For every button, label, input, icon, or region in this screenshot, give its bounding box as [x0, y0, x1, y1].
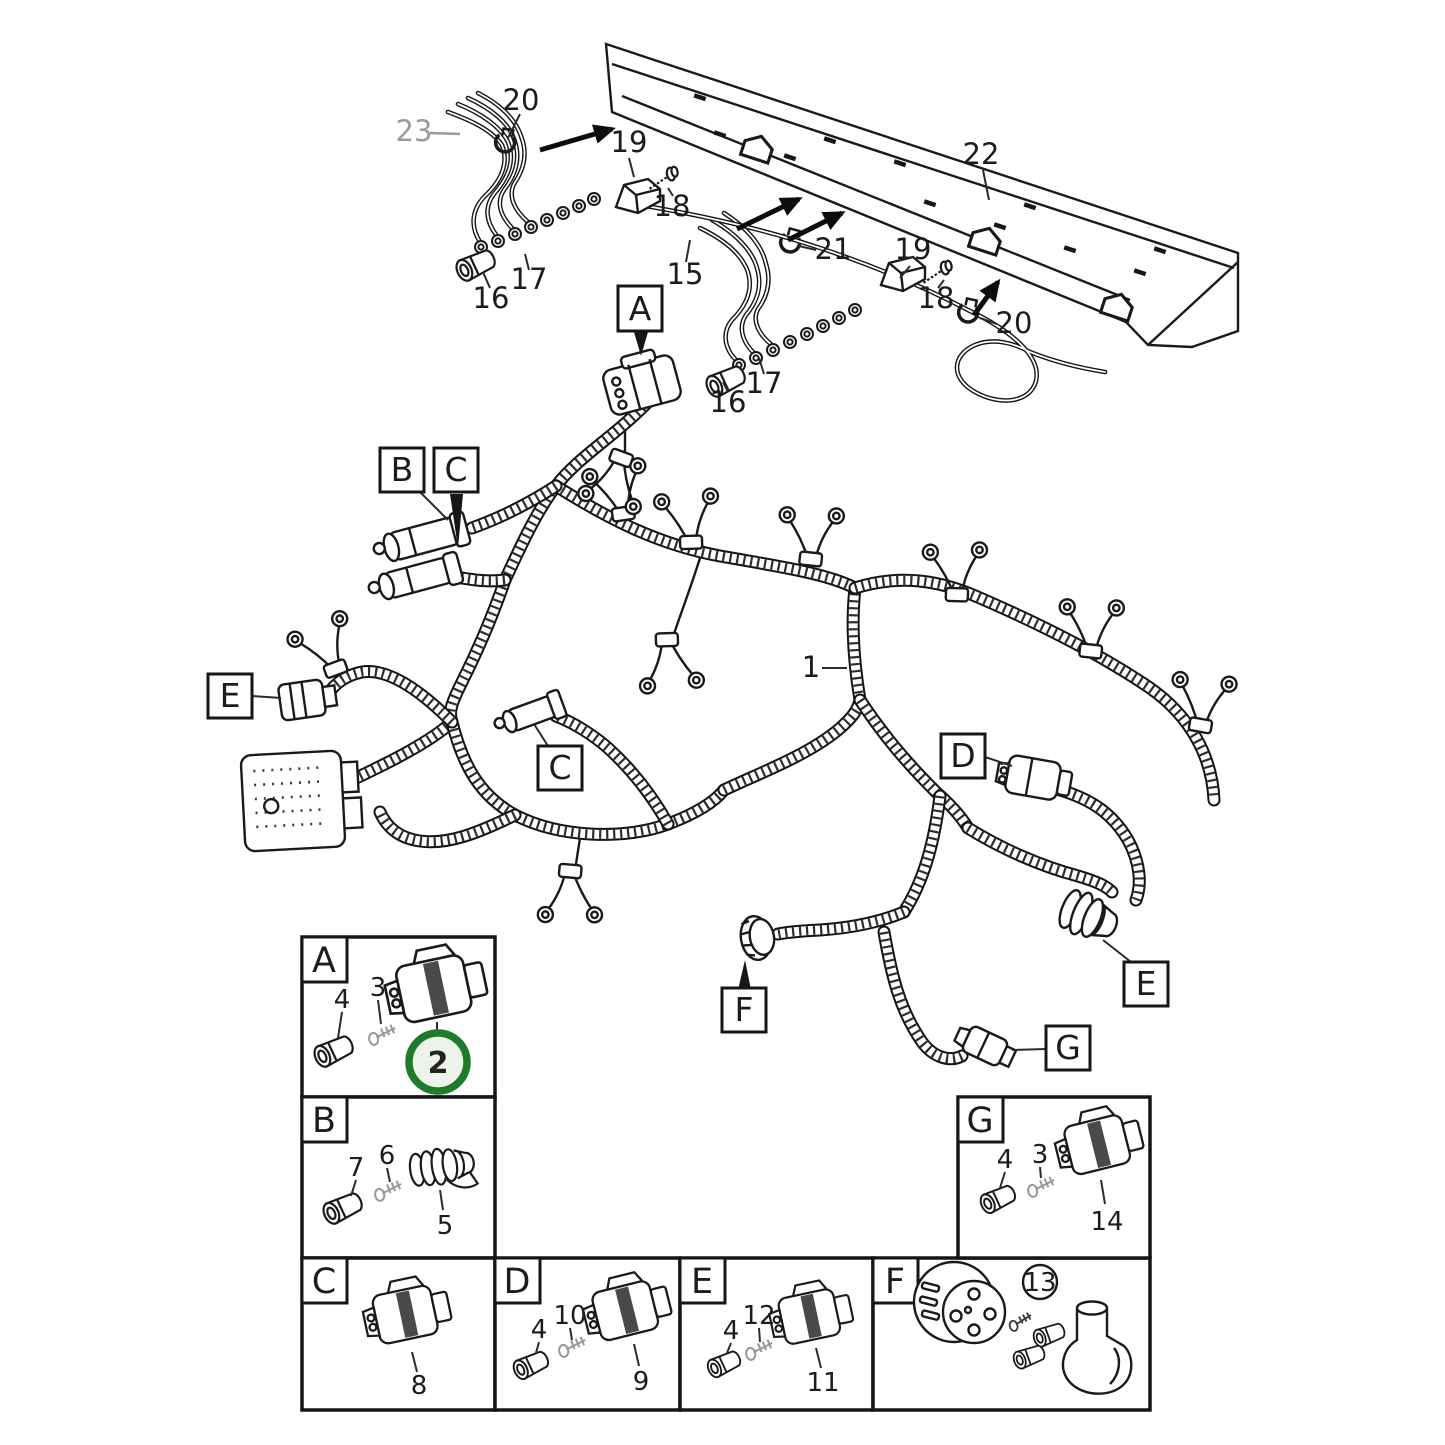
highlight-ring-fill	[409, 1033, 467, 1091]
panel-g: G 4 3 14	[956, 1095, 1152, 1260]
connector-D-harness	[994, 754, 1074, 801]
panel-b: B 7 6 5	[300, 1095, 497, 1260]
connector-E-right-harness	[1058, 889, 1119, 938]
cable-loom-left	[445, 90, 601, 285]
pipe-15	[637, 202, 1108, 403]
panel-e-label-12: 12	[742, 1301, 775, 1331]
panel-g-letter: G	[966, 1101, 993, 1141]
connector-A-harness	[602, 348, 682, 416]
panel-e: E 4 12 11	[678, 1256, 875, 1412]
chassis-labels: 20 23 19 18 15 21 16 17 22 19 18 20 16	[396, 83, 1033, 419]
chassis-rail-section: 20 23 19 18 15 21 16 17 22 19 18 20 16	[396, 42, 1240, 419]
chassis-rail	[604, 42, 1240, 349]
connector-C-top-harness	[367, 550, 465, 601]
panel-f: F 13	[871, 1256, 1152, 1412]
connector-E-left-harness	[277, 678, 339, 722]
callout-e-right: E	[1136, 964, 1157, 1003]
label-16-mid: 16	[710, 385, 747, 419]
label-17-left: 17	[511, 262, 548, 296]
twin-terminal	[637, 630, 706, 695]
connector-B-harness	[372, 510, 472, 563]
connector-C-mid-harness	[493, 688, 568, 734]
part-f-elbow-boot	[1061, 1300, 1133, 1395]
panel-a-label-2[interactable]: 2	[428, 1046, 449, 1081]
panel-c-letter: C	[312, 1262, 336, 1302]
ecu-module	[239, 749, 364, 853]
label-15: 15	[667, 257, 704, 291]
label-18-right: 18	[918, 281, 955, 315]
cable-loom-middle	[697, 210, 862, 401]
panel-b-label-7: 7	[348, 1153, 365, 1183]
panel-b-label-6: 6	[379, 1141, 396, 1171]
detail-panels: A 4 3 2 B 7 6	[300, 935, 1152, 1412]
connector-F-elbow	[739, 914, 776, 962]
label-16-left: 16	[473, 281, 510, 315]
highlighted-part-hotspot[interactable]: 2	[405, 1029, 471, 1095]
panel-a-label-3: 3	[370, 973, 387, 1003]
twin-terminal	[773, 501, 846, 570]
panel-d-label-4: 4	[531, 1315, 548, 1345]
panel-e-label-11: 11	[806, 1368, 839, 1398]
label-1: 1	[802, 650, 820, 684]
callout-d: D	[950, 736, 975, 775]
pointer-a	[634, 332, 648, 356]
rail-mounting-slots	[693, 93, 1167, 277]
part-13-round-connector	[912, 1260, 1007, 1345]
label-19-left: 19	[611, 125, 648, 159]
panel-a-label-4: 4	[334, 985, 351, 1015]
label-21: 21	[815, 232, 852, 266]
pointer-c-top	[450, 494, 463, 548]
harness-illustration: 1	[239, 348, 1239, 1069]
twin-terminal	[1053, 593, 1126, 662]
direction-arrows	[539, 124, 1001, 317]
callout-f: F	[735, 990, 754, 1029]
twin-terminal	[536, 860, 608, 929]
panel-g-label-4: 4	[997, 1145, 1014, 1175]
connector-G-harness	[952, 1025, 1018, 1069]
terminal-16-left	[452, 245, 500, 285]
panel-a: A 4 3 2	[300, 935, 497, 1099]
panel-b-letter: B	[312, 1101, 336, 1141]
callout-e-left: E	[220, 676, 241, 715]
circled-ref-ring	[1021, 1263, 1059, 1301]
panel-b-label-5: 5	[437, 1211, 454, 1241]
panel-d: D 4 10 9	[493, 1256, 682, 1412]
panel-f-label-13: 13	[1023, 1268, 1056, 1298]
panel-d-label-9: 9	[633, 1367, 650, 1397]
label-17-mid: 17	[746, 366, 783, 400]
label-20-right: 20	[996, 306, 1033, 340]
label-18-left: 18	[654, 189, 691, 223]
callout-g: G	[1055, 1028, 1081, 1067]
callout-b: B	[391, 450, 414, 489]
label-23: 23	[396, 114, 433, 148]
panel-g-label-14: 14	[1090, 1207, 1123, 1237]
highlight-ring	[405, 1029, 471, 1095]
callout-c-mid: C	[548, 748, 571, 787]
label-20-left: 20	[503, 83, 540, 117]
label-19-right: 19	[895, 232, 932, 266]
harness-callouts: A B C E C D E F G	[206, 284, 1170, 1072]
panel-g-label-3: 3	[1032, 1140, 1049, 1170]
panel-c-label-8: 8	[411, 1371, 428, 1401]
callout-c-top: C	[444, 450, 467, 489]
panel-f-letter: F	[885, 1262, 905, 1302]
pointer-f	[738, 960, 751, 990]
panel-d-letter: D	[504, 1262, 531, 1302]
panel-d-label-10: 10	[553, 1301, 586, 1331]
panel-a-letter: A	[312, 941, 336, 981]
label-22: 22	[963, 137, 1000, 171]
panel-e-label-4: 4	[723, 1316, 740, 1346]
panel-c: C 8	[300, 1256, 497, 1412]
callout-a: A	[629, 289, 652, 328]
panel-e-letter: E	[691, 1262, 713, 1302]
